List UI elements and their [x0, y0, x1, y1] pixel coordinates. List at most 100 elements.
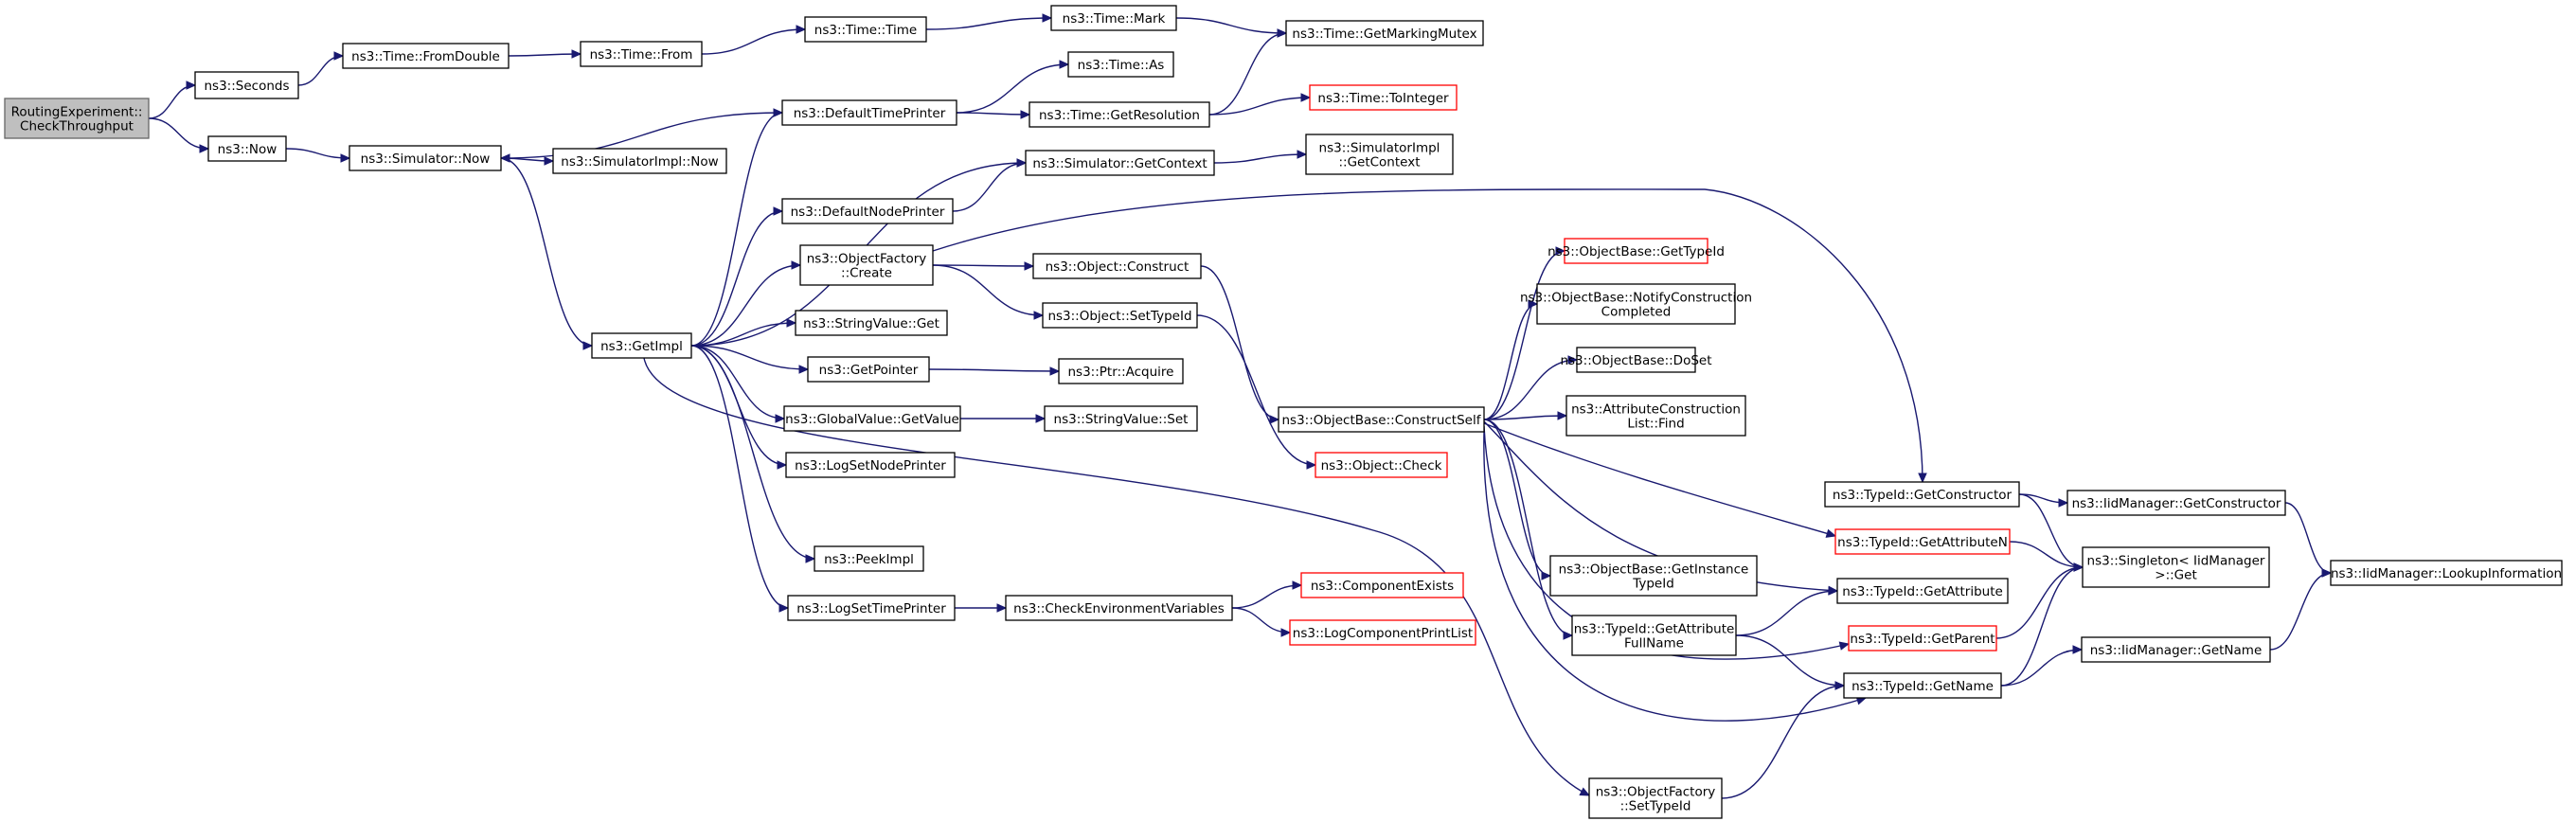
function-node[interactable]: ns3::IidManager::GetConstructor: [2066, 490, 2286, 516]
function-node[interactable]: ns3::ObjectBase::NotifyConstructionCompl…: [1520, 283, 1752, 325]
function-node[interactable]: ns3::StringValue::Get: [795, 310, 948, 336]
arrowhead-icon: [1049, 366, 1061, 376]
arrowhead-icon: [2072, 645, 2084, 654]
node-box: [783, 405, 961, 432]
function-node[interactable]: ns3::DefaultTimePrinter: [781, 99, 957, 126]
function-node[interactable]: ns3::StringValue::Set: [1044, 405, 1198, 432]
node-label: ns3::ObjectFactory: [1596, 785, 1716, 800]
function-node[interactable]: ns3::TypeId::GetConstructor: [1824, 481, 2020, 508]
function-node[interactable]: ns3::Object::Check: [1315, 452, 1448, 478]
node-label: ns3::LogComponentPrintList: [1293, 626, 1473, 641]
function-node[interactable]: ns3::TypeId::GetAttribute: [1836, 578, 2009, 604]
function-node[interactable]: ns3::IidManager::LookupInformation: [2330, 560, 2563, 586]
function-node[interactable]: ns3::Object::Construct: [1032, 253, 1202, 279]
node-label: ns3::SimulatorImpl::Now: [561, 154, 718, 170]
node-box: [807, 356, 930, 383]
function-node[interactable]: ns3::Time::As: [1067, 51, 1174, 78]
function-node[interactable]: ns3::LogSetNodePrinter: [785, 452, 956, 478]
function-node[interactable]: ns3::Ptr::Acquire: [1058, 358, 1184, 384]
node-box: [1050, 5, 1177, 31]
node-label: ns3::Singleton< IidManager: [2087, 554, 2265, 569]
function-node[interactable]: ns3::ObjectBase::GetTypeId: [1547, 238, 1725, 264]
arrowhead-icon: [786, 318, 797, 328]
node-box: [1576, 347, 1696, 373]
node-box: [2330, 560, 2563, 586]
edge-line: [2009, 541, 2084, 568]
edge-line: [1483, 415, 1567, 420]
function-node[interactable]: ns3::TypeId::GetAttributeN: [1834, 528, 2011, 555]
function-node[interactable]: ns3::Object::SetTypeId: [1042, 302, 1198, 329]
arrowhead-icon: [1528, 299, 1539, 309]
call-edge: [148, 80, 197, 119]
arrowhead-icon: [1563, 631, 1574, 640]
function-node[interactable]: ns3::TypeId::GetName: [1843, 672, 2002, 699]
function-node[interactable]: ns3::LogComponentPrintList: [1289, 619, 1476, 646]
function-node[interactable]: ns3::ComponentExists: [1300, 572, 1464, 598]
function-node[interactable]: ns3::Simulator::Now: [349, 145, 502, 171]
function-node[interactable]: ns3::ObjectBase::ConstructSelf: [1278, 406, 1485, 433]
arrowhead-icon: [544, 156, 555, 166]
call-edge: [690, 345, 786, 423]
function-node[interactable]: ns3::PeekImpl: [814, 545, 924, 572]
node-box: [1285, 20, 1484, 46]
function-node[interactable]: ns3::Time::Mark: [1050, 5, 1177, 31]
function-node[interactable]: ns3::SimulatorImpl::Now: [552, 148, 727, 174]
call-edge: [297, 51, 345, 86]
edge-line: [956, 112, 1030, 116]
call-edge: [1231, 580, 1303, 609]
function-node[interactable]: ns3::Time::GetResolution: [1029, 101, 1210, 128]
function-node[interactable]: ns3::IidManager::GetName: [2081, 636, 2271, 663]
function-node[interactable]: ns3::Time::From: [580, 41, 703, 67]
edge-line: [932, 264, 1044, 316]
node-box: [1824, 481, 2020, 508]
arrowhead-icon: [1567, 355, 1579, 365]
edge-line: [2284, 502, 2332, 574]
function-node[interactable]: ns3::DefaultNodePrinter: [781, 198, 954, 224]
call-edge: [1483, 299, 1539, 420]
function-node[interactable]: ns3::Seconds: [194, 71, 299, 99]
node-box: [2081, 636, 2271, 663]
arrowhead-icon: [571, 49, 582, 59]
edge-line: [701, 28, 806, 55]
function-node[interactable]: ns3::LogSetTimePrinter: [787, 595, 956, 621]
edge-line: [1735, 590, 1838, 636]
function-node[interactable]: ns3::ObjectFactory::Create: [799, 244, 934, 286]
function-node[interactable]: ns3::GlobalValue::GetValue: [783, 405, 961, 432]
function-node[interactable]: ns3::CheckEnvironmentVariables: [1005, 595, 1233, 621]
node-label: Completed: [1601, 305, 1672, 320]
call-edge: [1735, 634, 1846, 690]
node-box: [4, 98, 150, 139]
call-edge: [2000, 645, 2084, 687]
node-label: ns3::TypeId::GetName: [1852, 679, 1994, 694]
arrowhead-icon: [340, 153, 351, 163]
function-node[interactable]: ns3::Singleton< IidManager >::Get: [2082, 546, 2270, 588]
function-node[interactable]: ns3::TypeId::GetParent: [1848, 625, 1997, 651]
function-node[interactable]: ns3::GetPointer: [807, 356, 930, 383]
arrowhead-icon: [773, 206, 784, 216]
node-box: [804, 16, 927, 43]
function-node[interactable]: ns3::SimulatorImpl::GetContext: [1305, 134, 1454, 175]
edge-line: [1213, 153, 1307, 164]
function-node[interactable]: ns3::Time::FromDouble: [342, 43, 510, 69]
arrowhead-icon: [775, 414, 786, 423]
function-node[interactable]: ns3::Time::Time: [804, 16, 927, 43]
function-node[interactable]: ns3::Time::ToInteger: [1309, 84, 1458, 111]
edge-line: [932, 264, 1034, 267]
function-node[interactable]: ns3::ObjectFactory::SetTypeId: [1588, 777, 1723, 819]
call-edge: [285, 148, 351, 163]
call-edge: [1735, 586, 1839, 636]
call-edge: [1721, 681, 1846, 799]
function-node[interactable]: ns3::ObjectBase::DoSet: [1560, 347, 1712, 373]
function-node[interactable]: RoutingExperiment::CheckThroughput: [4, 98, 150, 139]
function-node[interactable]: ns3::Time::GetMarkingMutex: [1285, 20, 1484, 46]
function-node[interactable]: ns3::Now: [207, 135, 287, 162]
call-edge: [1483, 419, 1552, 580]
function-node[interactable]: ns3::Simulator::GetContext: [1025, 150, 1215, 176]
edge-line: [1483, 419, 1551, 577]
function-node[interactable]: ns3::GetImpl: [591, 332, 692, 359]
node-label: ns3::PeekImpl: [824, 552, 914, 567]
